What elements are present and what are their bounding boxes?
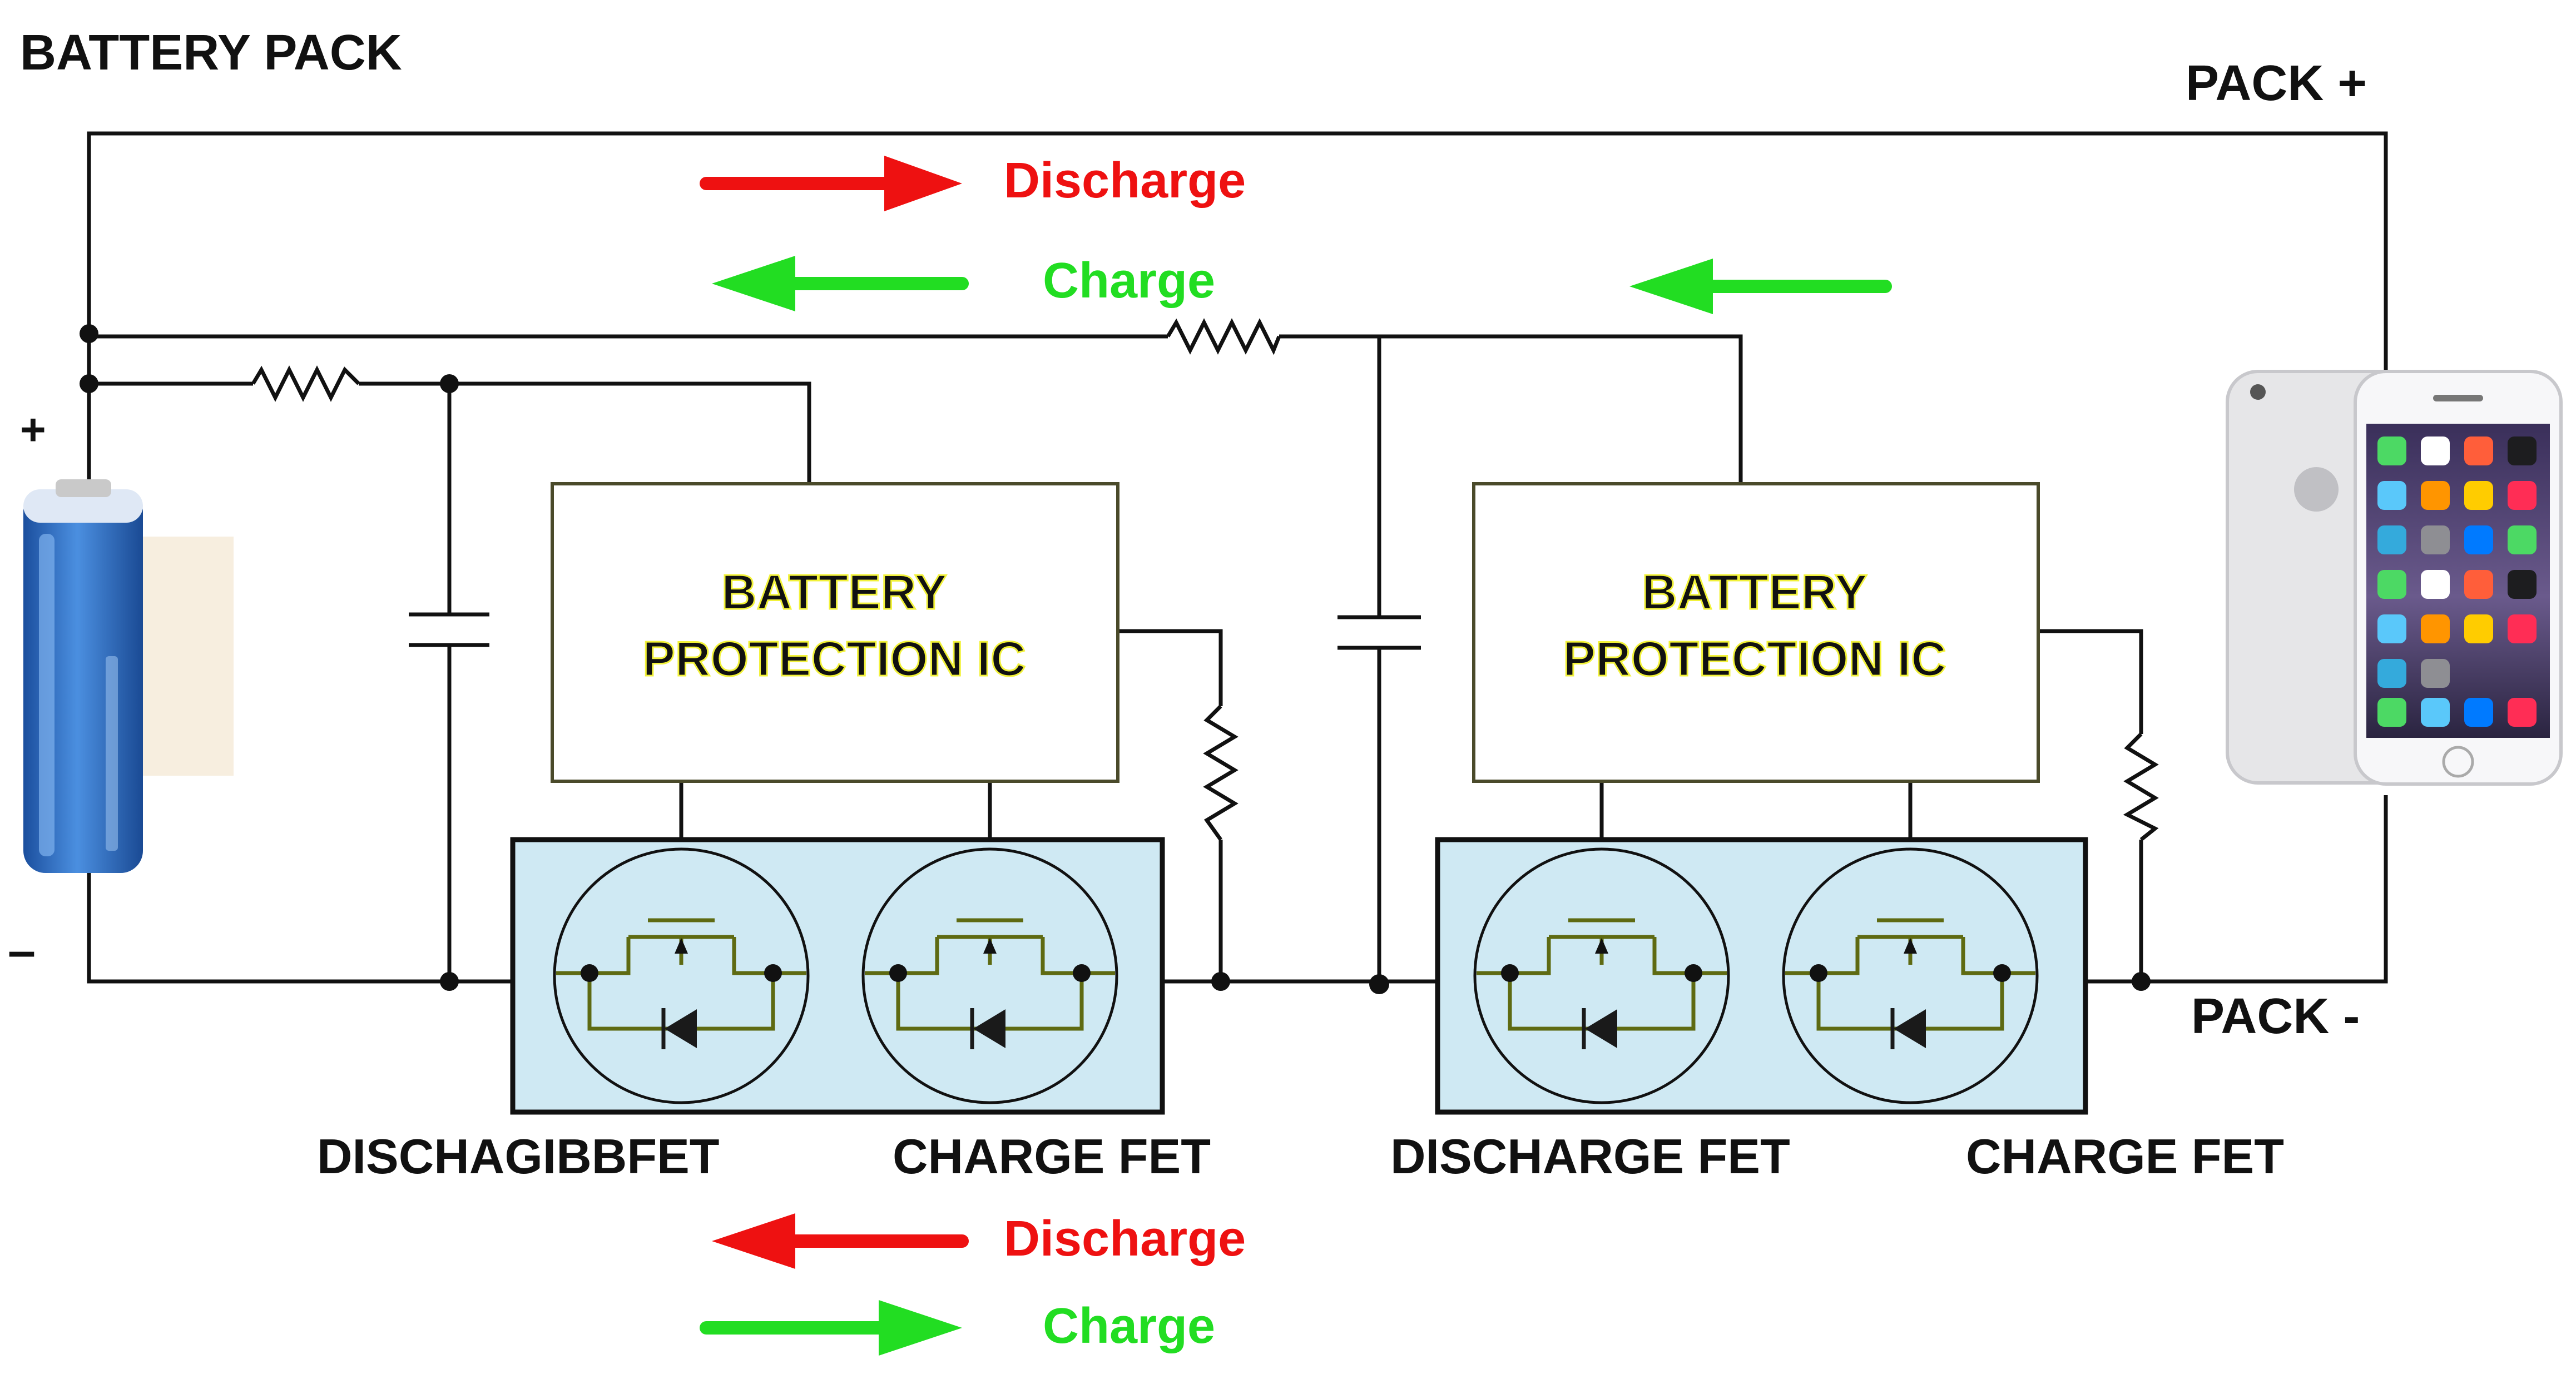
discharge-arrow-bottom (712, 1213, 969, 1269)
legend-top-discharge: Discharge (1004, 153, 1246, 209)
phone-app-grid (2377, 436, 2537, 727)
fet-label-left-charge: CHARGE FET (893, 1129, 1211, 1184)
phone-app-icon (2464, 570, 2493, 599)
ic-right-line2: PROTECTION IC (1563, 631, 1946, 686)
phone-app-icon (2508, 525, 2537, 554)
resistor-top (1166, 318, 1281, 355)
phone-app-icon (2464, 525, 2493, 554)
battery-cell-icon (23, 479, 234, 873)
phone-dock-icon (2377, 698, 2406, 727)
circuit-wiring (87, 131, 2388, 984)
legend-bottom-charge: Charge (1043, 1298, 1215, 1354)
protection-ic-left: BATTERY PROTECTION IC (551, 482, 1119, 783)
resistor-left-rail (251, 365, 360, 402)
fet-label-left-discharge: DISCHAGIBBFET (317, 1129, 720, 1184)
phone-app-icon (2421, 614, 2450, 643)
mosfet-left-charge (861, 847, 1118, 1104)
phone-app-icon (2421, 570, 2450, 599)
phone-dock-icon (2421, 698, 2450, 727)
mosfet-right-charge (1782, 847, 2039, 1104)
phone-app-icon (2377, 659, 2406, 688)
discharge-arrow-top (700, 156, 962, 211)
phone-app-icon (2377, 436, 2406, 465)
smartphone-icon (2226, 370, 2563, 786)
resistor-left-ic (1203, 705, 1239, 841)
mosfet-right-discharge (1473, 847, 1730, 1104)
battery-plus-label: + (20, 405, 46, 454)
phone-app-icon (2377, 570, 2406, 599)
phone-app-icon (2464, 436, 2493, 465)
protection-ic-right: BATTERY PROTECTION IC (1472, 482, 2040, 783)
legend-top-charge: Charge (1043, 253, 1215, 309)
charge-arrow-top (712, 256, 969, 311)
charge-arrow-right (1629, 259, 1892, 314)
pack-plus-label: PACK + (2186, 56, 2367, 111)
phone-app-icon (2421, 436, 2450, 465)
pack-minus-label: PACK - (2191, 989, 2360, 1044)
phone-app-icon (2377, 525, 2406, 554)
phone-app-icon (2508, 481, 2537, 510)
phone-app-icon (2421, 481, 2450, 510)
phone-app-icon (2464, 614, 2493, 643)
fet-box-left (510, 837, 1165, 1115)
capacitor-left (409, 612, 489, 647)
charge-arrow-bottom (700, 1300, 962, 1356)
ic-left-line2: PROTECTION IC (642, 631, 1026, 686)
phone-app-icon (2508, 570, 2537, 599)
legend-bottom-discharge: Discharge (1004, 1211, 1246, 1267)
junction-dots (80, 324, 2151, 994)
phone-app-icon (2508, 436, 2537, 465)
resistor-right-ic (2123, 732, 2159, 841)
phone-app-icon (2377, 614, 2406, 643)
fet-box-right (1435, 837, 2088, 1115)
capacitor-right (1337, 615, 1421, 650)
phone-dock-icon (2464, 698, 2493, 727)
battery-pack-title: BATTERY PACK (20, 25, 402, 81)
phone-app-icon (2421, 525, 2450, 554)
phone-app-icon (2377, 481, 2406, 510)
ic-left-line1: BATTERY (721, 564, 947, 619)
ic-right-line1: BATTERY (1642, 564, 1867, 619)
phone-app-icon (2464, 481, 2493, 510)
phone-dock-icon (2508, 698, 2537, 727)
fet-label-right-charge: CHARGE FET (1966, 1129, 2284, 1184)
fet-label-right-discharge: DISCHARGE FET (1390, 1129, 1790, 1184)
battery-minus-label: – (8, 923, 36, 979)
mosfet-symbols (553, 847, 2039, 1104)
phone-app-icon (2508, 614, 2537, 643)
phone-app-icon (2421, 659, 2450, 688)
mosfet-left-discharge (553, 847, 810, 1104)
